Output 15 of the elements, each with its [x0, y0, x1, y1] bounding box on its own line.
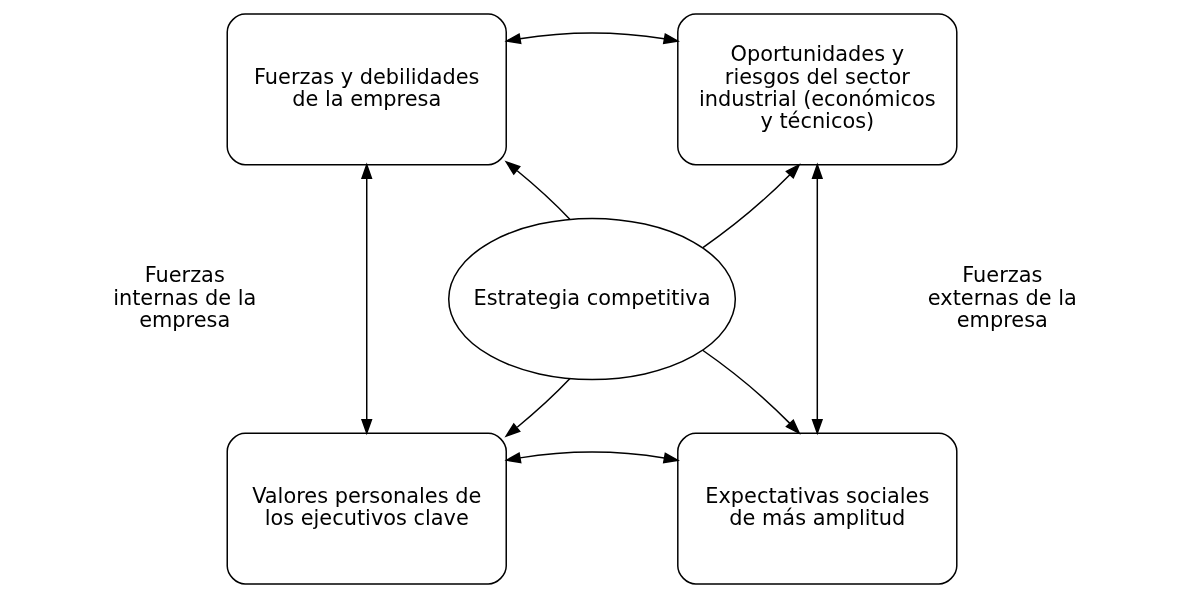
- label: Fuerzas externas de la empresa: [927, 263, 1077, 332]
- label: Fuerzas internas de la empresa: [112, 263, 256, 332]
- arrow: [701, 349, 801, 435]
- node-ellipse: Estrategia competitiva: [447, 217, 736, 381]
- node-box: Oportunidades y riesgos del sector industrial (económicos y técnicos): [676, 13, 958, 166]
- arrow: [503, 32, 680, 45]
- arrow: [701, 163, 801, 249]
- arrow: [360, 162, 372, 436]
- node-box: Expectativas sociales de más amplitud: [676, 432, 958, 585]
- node-box: Fuerzas y debilidades de la empresa: [226, 13, 507, 166]
- arrow: [504, 160, 571, 220]
- node-box: Valores personales de los ejecutivos clave: [226, 432, 507, 585]
- arrow: [504, 377, 571, 438]
- arrow: [503, 451, 680, 464]
- arrow: [811, 162, 823, 436]
